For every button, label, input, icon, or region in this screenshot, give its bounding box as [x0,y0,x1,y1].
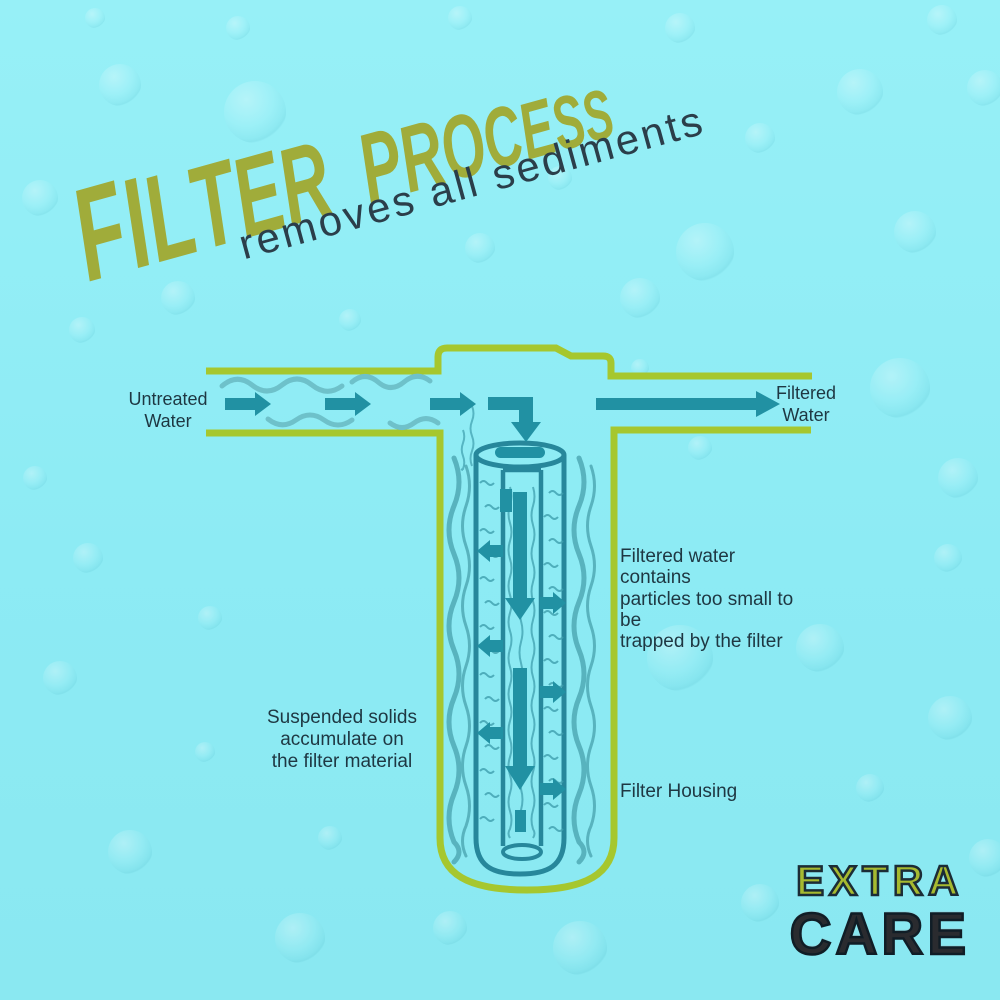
left-arrow [477,635,503,657]
outlet-arrow [596,391,780,417]
filter-housing-outline [206,344,812,894]
squiggle [548,538,564,544]
cartridge-body [473,455,567,877]
inlet-pipe-top-and-cap [206,344,812,380]
logo-care-text: CARE [788,902,970,967]
cartridge-top-ellipse [473,440,567,470]
untreated-water-label: Untreated Water [128,389,208,431]
inlet-arrow [225,392,271,416]
squiggle [543,706,559,712]
squiggle [484,600,500,606]
core-tube-bottom-ellipse [501,843,543,861]
squiggle [461,464,471,858]
squiggle [543,562,559,568]
squiggle [543,802,559,808]
squiggle [548,826,564,832]
logo-extra-text: EXTRA [795,857,964,904]
down-arrow [505,668,535,790]
squiggle [543,514,559,520]
outer-water-squiggles [446,455,596,865]
right-arrow [540,592,566,614]
squiggle [446,455,462,865]
feed-bar [500,489,512,512]
squiggle [484,792,500,798]
squiggle [484,504,500,510]
squiggle [479,720,495,726]
squiggle [548,586,564,592]
left-arrow [477,540,503,562]
squiggle [479,672,495,678]
down-flow-bar [515,810,526,832]
squiggle [484,696,500,702]
right-arrow [540,778,566,800]
filter-cartridge [473,440,567,877]
squiggle [479,528,495,534]
squiggle [469,405,475,467]
squiggle [479,816,495,822]
elbow-down-arrow [488,397,541,442]
squiggle [548,730,564,736]
inlet-water-waves [219,373,441,430]
squiggle [479,480,495,486]
squiggle [479,768,495,774]
right-arrow [540,681,566,703]
cartridge-inlet-slot [495,447,545,458]
trickle-squiggles [460,405,475,471]
squiggle [460,429,466,471]
squiggle [548,634,564,640]
squiggle [548,490,564,496]
squiggle [507,486,513,839]
squiggle [484,744,500,750]
filtered-particles-note: Filtered water contains particles too sm… [620,546,794,653]
inlet-arrow [325,392,371,416]
flow-arrows [225,391,780,832]
filter-housing-label: Filter Housing [620,781,738,802]
squiggle [543,754,559,760]
extra-care-logo: EXTRA CARE [788,857,970,967]
left-arrow [477,722,503,744]
down-arrow [505,492,535,620]
squiggle [479,624,495,630]
inlet-arrow [430,392,476,416]
squiggle [586,464,596,858]
squiggle [571,455,587,865]
squiggle [530,486,536,839]
inlet-pipe-bottom-housing-body [206,426,811,894]
suspended-solids-note: Suspended solids accumulate on the filte… [267,707,417,773]
squiggle [479,576,495,582]
filtered-water-label: Filtered Water [775,383,837,425]
squiggle [543,610,559,616]
squiggle [543,658,559,664]
